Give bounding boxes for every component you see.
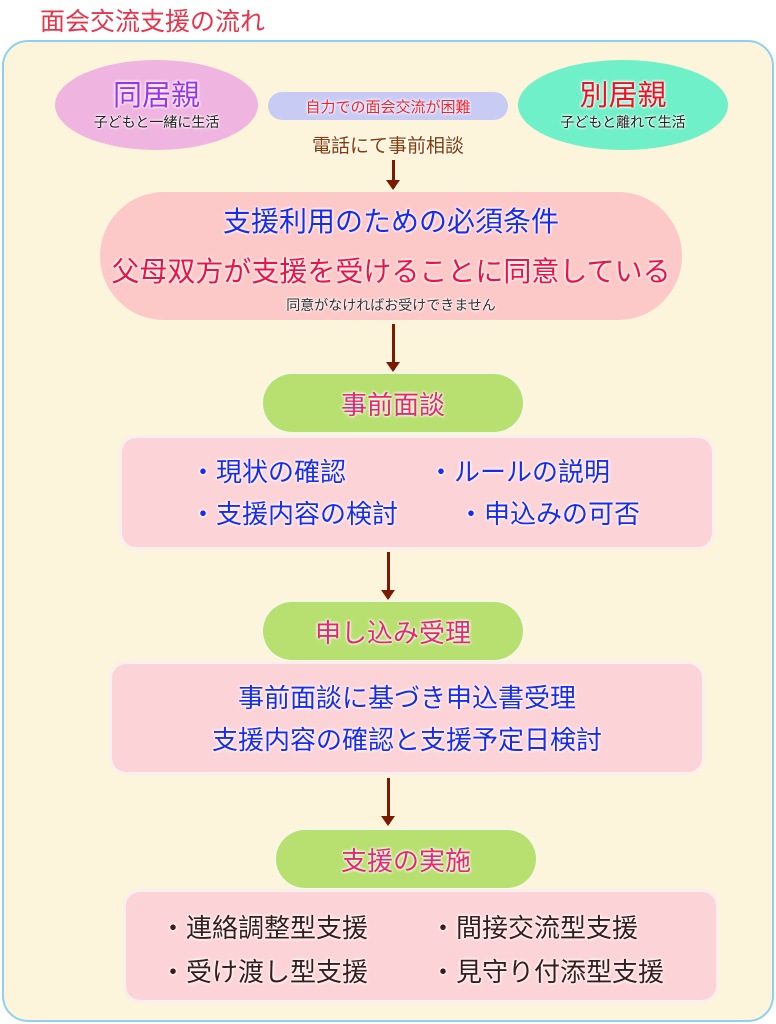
list-item: ・受け渡し型支援 xyxy=(160,958,369,988)
list-item: ・現状の確認 xyxy=(190,458,347,488)
separate-title: 別居親 xyxy=(579,78,667,112)
cohabiting-title: 同居親 xyxy=(112,78,200,112)
implementation-details: ・連絡調整型支援 ・間接交流型支援 ・受け渡し型支援 ・見守り付添型支援 xyxy=(126,892,716,1000)
detail-line: 事前面談に基づき申込書受理 xyxy=(237,684,576,714)
detail-line: 支援内容の確認と支援予定日検討 xyxy=(211,726,602,756)
arrow-down-icon xyxy=(386,324,400,372)
separate-sub: 子どもと離れて生活 xyxy=(560,115,686,131)
step-pre-interview: 事前面談 xyxy=(263,374,523,432)
requirement-box: 支援利用のための必須条件 父母双方が支援を受けることに同意している 同意がなけれ… xyxy=(100,192,682,320)
requirement-heading: 支援利用のための必須条件 xyxy=(222,205,559,238)
requirement-note: 同意がなければお受けできません xyxy=(286,298,496,314)
list-item: ・連絡調整型支援 xyxy=(160,914,369,944)
application-details: 事前面談に基づき申込書受理 支援内容の確認と支援予定日検討 xyxy=(112,664,702,772)
cohabiting-parent-node: 同居親 子どもと一緒に生活 xyxy=(55,60,258,150)
step-application: 申し込み受理 xyxy=(263,602,523,660)
list-item: ・支援内容の検討 xyxy=(190,500,399,530)
page-title: 面会交流支援の流れ xyxy=(40,7,266,36)
list-item: ・ルールの説明 xyxy=(428,458,611,488)
list-item: ・見守り付添型支援 xyxy=(430,958,665,988)
separate-parent-node: 別居親 子どもと離れて生活 xyxy=(518,60,728,150)
requirement-condition: 父母双方が支援を受けることに同意している xyxy=(111,255,671,288)
phone-consultation-label: 電話にて事前相談 xyxy=(311,135,464,157)
list-item: ・間接交流型支援 xyxy=(430,914,639,944)
pre-interview-details: ・現状の確認 ・ルールの説明 ・支援内容の検討 ・申込みの可否 xyxy=(122,438,712,547)
difficulty-label: 自力での面会交流が困難 xyxy=(268,92,508,120)
list-item: ・申込みの可否 xyxy=(458,500,641,530)
cohabiting-sub: 子どもと一緒に生活 xyxy=(93,115,220,131)
arrow-down-icon xyxy=(381,778,395,826)
step-implementation: 支援の実施 xyxy=(276,830,536,888)
arrow-down-icon xyxy=(386,160,400,190)
arrow-down-icon xyxy=(381,552,395,600)
